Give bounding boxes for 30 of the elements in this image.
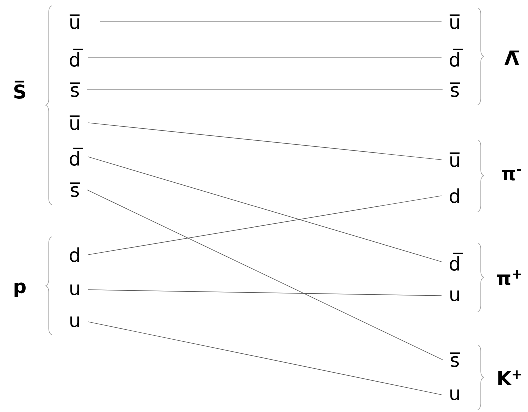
quark-label: d̅ (450, 252, 464, 272)
quark-label: d̅ (70, 48, 84, 68)
quark-label: u (450, 390, 460, 400)
quark-label: u̅ (450, 14, 460, 30)
particle-label: π$^{-}$ (502, 169, 522, 181)
particle-label: Λ̅ (504, 50, 520, 66)
line (88, 196, 442, 256)
quark-label: u (70, 316, 80, 328)
quark-label: d (450, 188, 460, 204)
quark-label: d̅ (70, 148, 84, 166)
line (86, 190, 444, 360)
quark-label: u (450, 290, 460, 302)
quark-label: s̅ (450, 352, 460, 368)
quark-label: d (70, 248, 80, 262)
line (88, 322, 442, 396)
quark-label: u̅ (70, 14, 80, 30)
particle-label: K$^{+}$ (498, 370, 522, 386)
line (88, 122, 442, 160)
quark-label: s̅ (70, 82, 80, 98)
quark-label: u̅ (70, 116, 80, 130)
quark-label: s̅ (70, 182, 80, 198)
quark-label: s̅ (450, 82, 460, 98)
particle-label: S̅ (14, 80, 26, 100)
quark-label: u̅ (450, 152, 460, 168)
line (88, 156, 442, 262)
particle-label: p (14, 282, 26, 298)
particle-label: π$^{+}$ (497, 270, 522, 286)
line (88, 290, 442, 296)
quark-label: u (70, 284, 80, 296)
quark-label: d̅ (450, 48, 464, 68)
